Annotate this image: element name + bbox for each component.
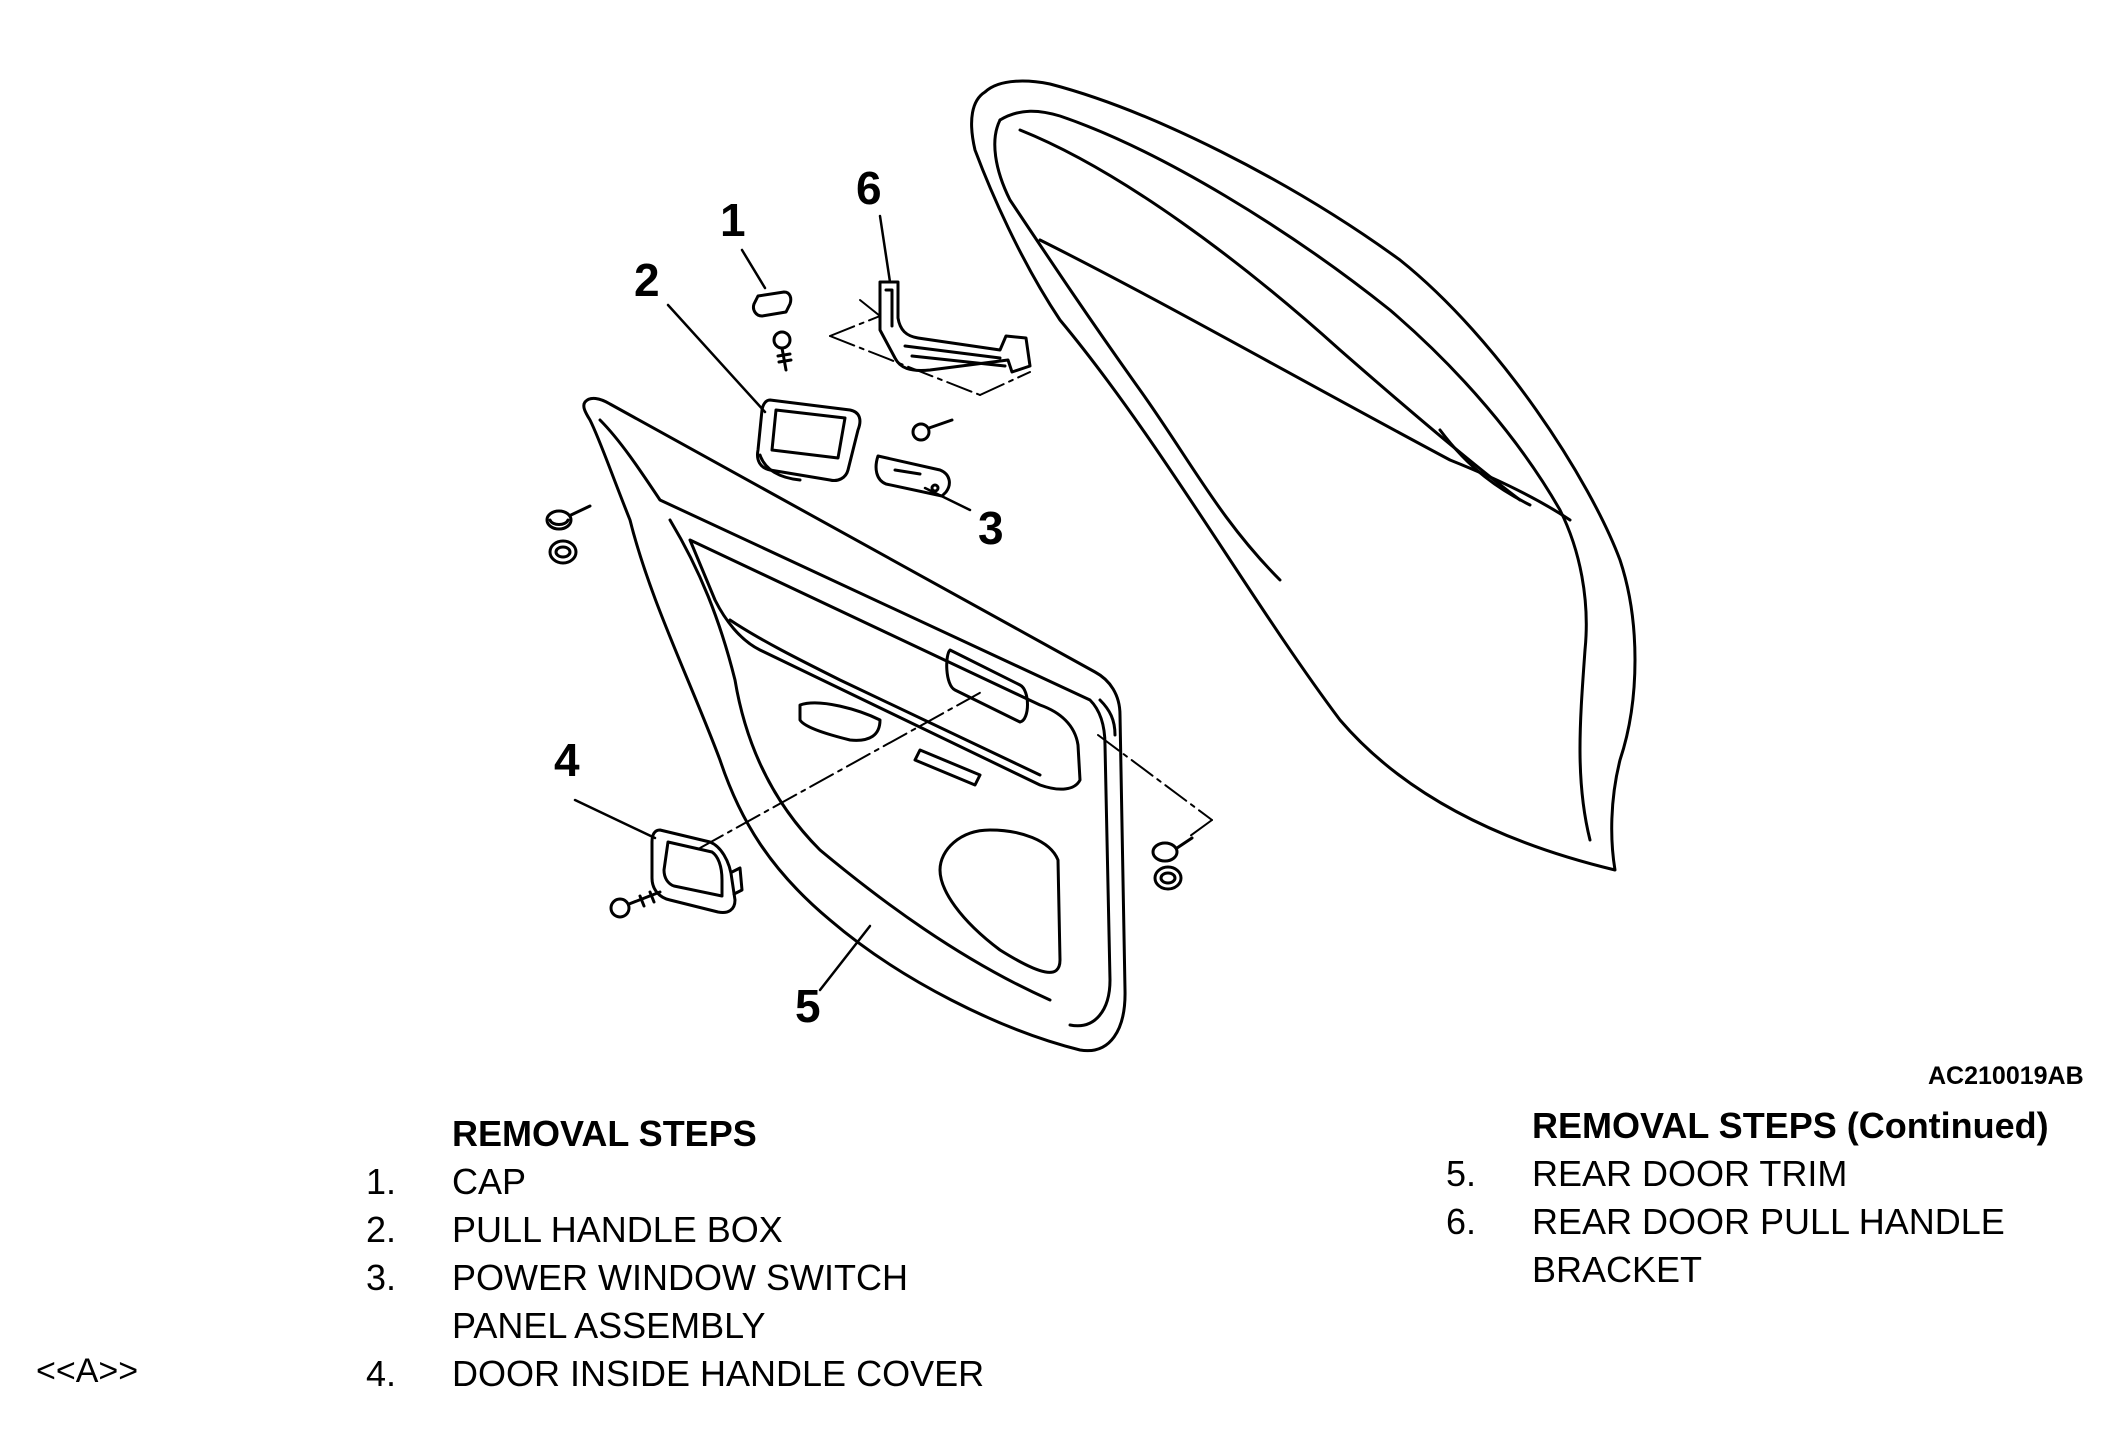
step-label: DOOR INSIDE HANDLE COVER: [452, 1353, 985, 1394]
door-frame-icon: [970, 79, 1637, 872]
list-item: 2. PULL HANDLE BOX: [366, 1206, 984, 1254]
screw-icon: [911, 418, 954, 442]
callout-2: 2: [634, 254, 660, 306]
step-label: REAR DOOR PULL HANDLE: [1532, 1201, 2005, 1242]
procedure-note-marker: <<A>>: [36, 1352, 139, 1390]
step-number: 5.: [1446, 1153, 1477, 1194]
callout-5: 5: [795, 980, 821, 1032]
step-number: 3.: [366, 1257, 397, 1298]
clip-icon: [1151, 836, 1194, 891]
list-item: 4. DOOR INSIDE HANDLE COVER: [366, 1350, 984, 1398]
removal-steps-continued-list: REMOVAL STEPS (Continued) 5. REAR DOOR T…: [1446, 1102, 2049, 1294]
switch-panel-icon: [874, 454, 951, 498]
door-trim-icon: [582, 396, 1127, 1053]
list-item: 5. REAR DOOR TRIM: [1446, 1150, 2049, 1198]
callout-6: 6: [856, 162, 882, 214]
step-number: 4.: [366, 1353, 397, 1394]
clip-icon: [545, 504, 592, 565]
step-number: 6.: [1446, 1201, 1477, 1242]
callout-1: 1: [720, 194, 746, 246]
step-label: REAR DOOR TRIM: [1532, 1153, 1848, 1194]
step-label: PANEL ASSEMBLY: [452, 1305, 766, 1346]
bracket-icon: [878, 280, 1032, 374]
step-label: PULL HANDLE BOX: [452, 1209, 783, 1250]
handle-cover-icon: [650, 828, 744, 914]
callout-3: 3: [978, 502, 1004, 554]
list-item: 1. CAP: [366, 1158, 984, 1206]
figure-code: AC210019AB: [1928, 1062, 2084, 1090]
removal-steps-list: REMOVAL STEPS 1. CAP 2. PULL HANDLE BOX …: [366, 1110, 984, 1398]
step-number: 2.: [366, 1209, 397, 1250]
step-label: CAP: [452, 1161, 527, 1202]
list-item: 3. POWER WINDOW SWITCH: [366, 1254, 984, 1302]
removal-steps-heading: REMOVAL STEPS: [452, 1113, 757, 1154]
step-label: POWER WINDOW SWITCH: [452, 1257, 908, 1298]
screw-icon: [609, 890, 662, 919]
step-label: BRACKET: [1532, 1249, 1703, 1290]
removal-steps-continued-heading: REMOVAL STEPS (Continued): [1532, 1105, 2049, 1146]
step-number: 1.: [366, 1161, 397, 1202]
list-item-continuation: BRACKET: [1446, 1246, 2049, 1294]
screw-icon: [772, 330, 793, 372]
list-item-continuation: PANEL ASSEMBLY: [366, 1302, 984, 1350]
list-item: 6. REAR DOOR PULL HANDLE: [1446, 1198, 2049, 1246]
cap-icon: [752, 290, 793, 318]
callout-4: 4: [554, 734, 580, 786]
pull-handle-box-icon: [756, 398, 862, 482]
